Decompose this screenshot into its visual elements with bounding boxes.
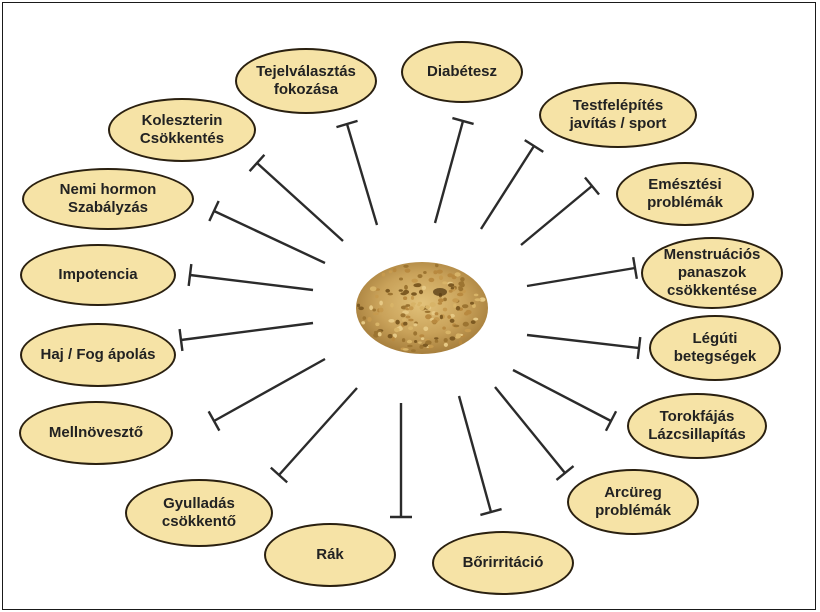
node-koleszterin: Koleszterin Csökkentés (108, 98, 256, 162)
node-menstruacios: Menstruációs panaszok csökkentése (641, 237, 783, 309)
connector-mellnoveszto (209, 359, 325, 431)
connector-impotencia (189, 264, 313, 290)
node-arcureg: Arcüreg problémák (567, 469, 699, 535)
connector-haj-fog (180, 323, 313, 351)
node-borirritacio: Bőrirritáció (432, 531, 574, 595)
connector-leguti (527, 335, 640, 359)
connector-menstruacios (527, 257, 637, 286)
connector-gyulladas (271, 388, 357, 482)
seed-pile-icon (356, 262, 488, 354)
connector-torokfajas (513, 370, 616, 431)
node-impotencia: Impotencia (20, 244, 176, 306)
connector-diabetesz (435, 118, 474, 223)
node-testfelepites: Testfelépítés javítás / sport (539, 82, 697, 148)
node-rak: Rák (264, 523, 396, 587)
connector-borirritacio (459, 396, 502, 515)
node-tejelvalasztas: Tejelválasztás fokozása (235, 48, 377, 114)
node-emesztesi: Emésztési problémák (616, 162, 754, 226)
connector-tejelvalasztas (336, 121, 377, 225)
connector-koleszterin (250, 155, 343, 241)
node-gyulladas: Gyulladás csökkentő (125, 479, 273, 547)
node-haj-fog: Haj / Fog ápolás (20, 323, 176, 387)
node-nemi-hormon: Nemi hormon Szabályzás (22, 168, 194, 230)
connector-emesztesi (521, 178, 599, 245)
node-diabetesz: Diabétesz (401, 41, 523, 103)
connector-arcureg (495, 387, 574, 480)
connector-rak (390, 403, 412, 517)
connector-testfelepites (481, 140, 543, 229)
node-torokfajas: Torokfájás Lázcsillapítás (627, 393, 767, 459)
node-mellnoveszto: Mellnövesztő (19, 401, 173, 465)
node-leguti: Légúti betegségek (649, 315, 781, 381)
